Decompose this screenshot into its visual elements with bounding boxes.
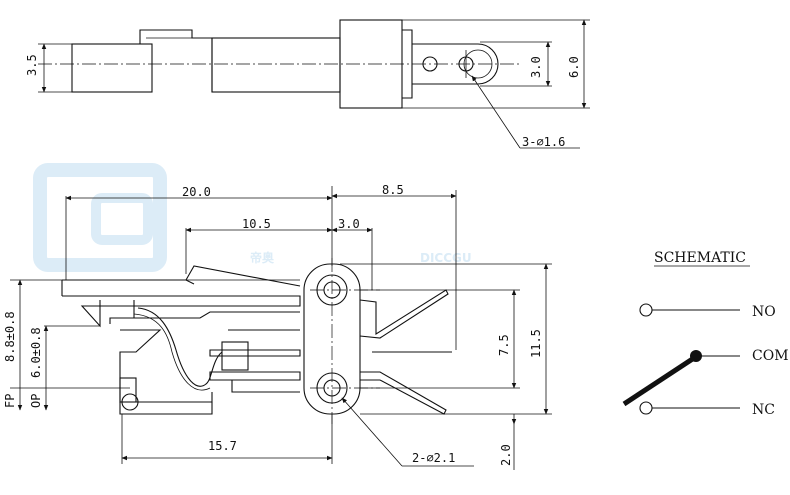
dim-3-0: 3.0 xyxy=(338,217,360,231)
side-view: 20.0 10.5 3.0 8.5 8.8±0.8 FP 6.0±0.8 OP … xyxy=(3,183,552,470)
dim-top-3-5: 3.5 xyxy=(25,54,39,76)
dim-20-0: 20.0 xyxy=(182,185,211,199)
dim-11-5: 11.5 xyxy=(529,329,543,358)
top-view: 3.5 3.0 6.0 3-⌀1.6 xyxy=(25,19,590,149)
watermark-text: DICCGU xyxy=(420,251,472,265)
label-com: COM xyxy=(752,348,789,364)
label-no: NO xyxy=(752,304,776,320)
dim-op: 6.0±0.8 xyxy=(29,327,43,378)
schematic: SCHEMATIC NO COM NC xyxy=(622,250,789,418)
dim-7-5: 7.5 xyxy=(497,334,511,356)
no-terminal xyxy=(639,303,653,317)
dim-10-5: 10.5 xyxy=(242,217,271,231)
label-op: OP xyxy=(29,394,43,408)
dim-15-7: 15.7 xyxy=(208,439,237,453)
dim-2-0: 2.0 xyxy=(499,444,513,466)
switch-lever xyxy=(622,355,696,407)
label-nc: NC xyxy=(752,402,775,418)
dim-top-3-0: 3.0 xyxy=(529,56,543,78)
dim-top-6-0: 6.0 xyxy=(567,56,581,78)
watermark-cjk: 帝奥 xyxy=(250,250,275,265)
dim-8-5: 8.5 xyxy=(382,183,404,197)
label-3-holes: 3-⌀1.6 xyxy=(522,135,565,149)
dim-fp: 8.8±0.8 xyxy=(3,311,17,362)
label-fp: FP xyxy=(3,394,17,408)
label-2-holes: 2-⌀2.1 xyxy=(412,451,455,465)
schematic-title: SCHEMATIC xyxy=(654,250,746,266)
nc-terminal xyxy=(639,401,653,415)
